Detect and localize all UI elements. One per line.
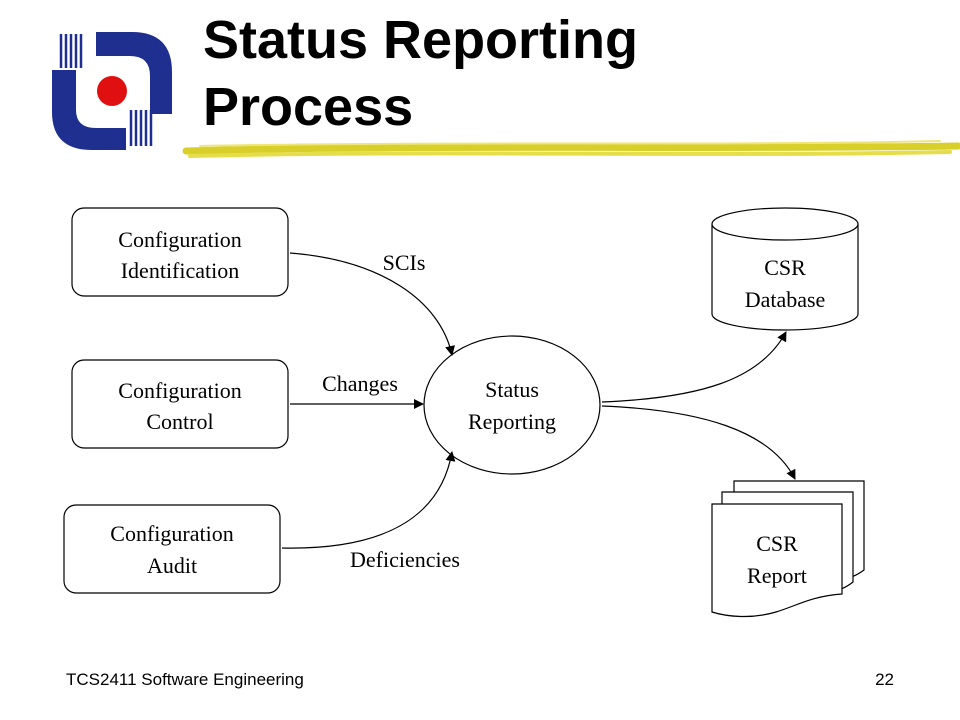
node-csr-database: CSR Database: [711, 207, 859, 331]
node-status-reporting: Status Reporting: [423, 335, 601, 475]
node-label-line2: Control: [146, 409, 213, 434]
footer-course-title: TCS2411 Software Engineering: [66, 670, 304, 689]
slide-title-line-1: Status Reporting: [203, 10, 639, 70]
node-label-line1: Status: [485, 377, 539, 402]
node-label-line1: Configuration: [118, 227, 241, 252]
slide-title-line-2: Process: [203, 77, 414, 137]
edge-label-changes: Changes: [322, 371, 398, 396]
node-label-line1: CSR: [764, 255, 806, 280]
node-label-line2: Audit: [147, 553, 197, 578]
node-configuration-control: Configuration Control: [71, 359, 289, 449]
node-label-line2: Database: [745, 287, 826, 312]
node-configuration-audit: Configuration Audit: [63, 504, 281, 594]
edge-label-scis: SCIs: [383, 250, 426, 275]
node-configuration-identification: Configuration Identification: [71, 207, 289, 297]
node-label-line2: Report: [747, 563, 807, 588]
node-label-line1: Configuration: [118, 378, 241, 403]
node-label-line2: Reporting: [468, 409, 556, 434]
node-label-line1: CSR: [756, 531, 798, 556]
edge-to-csr-report: [601, 405, 796, 480]
edge-deficiencies: [281, 451, 456, 549]
footer-page-number: 22: [875, 670, 894, 689]
node-label-line2: Identification: [121, 258, 240, 283]
edge-label-deficiencies: Deficiencies: [350, 547, 460, 572]
node-csr-report: CSR Report: [711, 480, 865, 618]
university-logo: [52, 32, 172, 150]
node-label-line1: Configuration: [110, 521, 233, 546]
title-underline: [182, 140, 960, 158]
edge-scis: [289, 252, 455, 356]
edge-to-csr-database: [601, 331, 787, 403]
